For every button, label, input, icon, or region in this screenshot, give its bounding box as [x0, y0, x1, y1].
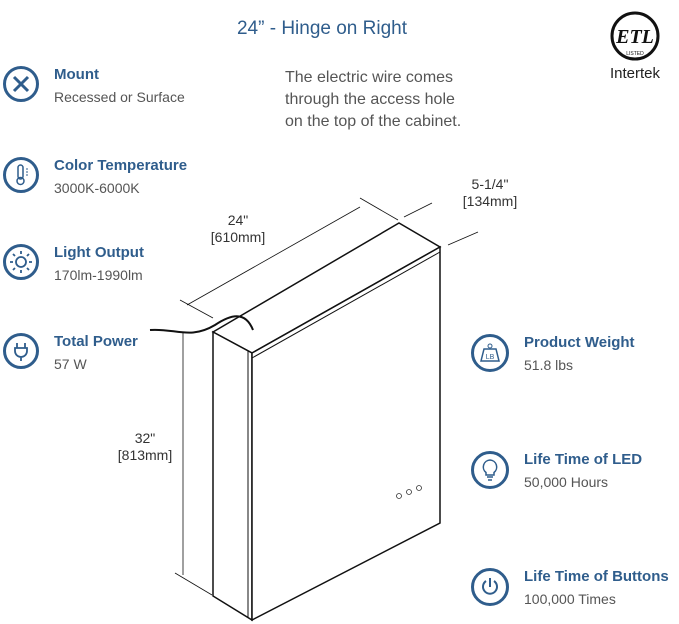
page-title: 24” - Hinge on Right	[236, 18, 408, 39]
svg-text:ETL: ETL	[615, 26, 654, 48]
feature-value: 50,000 Hours	[524, 474, 609, 490]
svg-text:LISTED: LISTED	[626, 51, 644, 57]
feature-heading: Product Weight	[524, 334, 635, 351]
plug-icon	[3, 333, 39, 369]
intertek-label: Intertek	[609, 65, 661, 82]
width-dimension-line	[186, 206, 361, 306]
depth-dimension-line-b	[447, 231, 479, 246]
feature-heading: Total Power	[54, 333, 138, 350]
note-line: through the access hole	[285, 91, 455, 108]
sun-icon	[3, 244, 39, 280]
feature-heading: Life Time of Buttons	[524, 568, 669, 585]
weight-icon: LB	[471, 334, 509, 372]
cabinet-side-face	[212, 330, 253, 622]
feature-heading: Light Output	[54, 244, 144, 261]
feature-value: 3000K-6000K	[54, 180, 140, 196]
feature-light-output: Light Output 170lm-1990lm	[3, 244, 144, 286]
feature-color-temperature: Color Temperature 3000K-6000K	[3, 157, 187, 199]
depth-dimension-line-a	[403, 202, 433, 218]
power-icon	[471, 568, 509, 606]
feature-value: 170lm-1990lm	[54, 267, 143, 283]
feature-led-lifetime: Life Time of LED 50,000 Hours	[471, 451, 642, 493]
feature-value: 57 W	[54, 356, 87, 372]
feature-heading: Mount	[54, 66, 99, 83]
depth-dimension-label: 5-1/4"[134mm]	[462, 176, 518, 209]
electric-wire	[149, 315, 254, 334]
note-line: The electric wire comes	[285, 69, 454, 86]
tools-icon	[3, 66, 39, 102]
feature-value: Recessed or Surface	[54, 89, 185, 105]
note-line: on the top of the cabinet.	[285, 113, 462, 130]
feature-product-weight: LB Product Weight 51.8 lbs	[471, 334, 635, 376]
thermometer-icon	[3, 157, 39, 193]
feature-heading: Life Time of LED	[524, 451, 643, 468]
cabinet-front-face	[251, 245, 441, 622]
etl-logo-icon: ETL LISTED	[610, 11, 660, 61]
wire-note: The electric wire comes through the acce…	[285, 67, 461, 133]
etl-certification-logo: ETL LISTED Intertek	[604, 10, 666, 82]
lightbulb-icon	[471, 451, 509, 489]
feature-total-power: Total Power 57 W	[3, 333, 138, 375]
feature-button-lifetime: Life Time of Buttons 100,000 Times	[471, 568, 669, 610]
control-button	[396, 493, 402, 499]
control-button	[406, 489, 412, 495]
feature-heading: Color Temperature	[54, 157, 188, 174]
width-dimension-label: 24"[610mm]	[210, 212, 266, 245]
feature-value: 100,000 Times	[524, 591, 616, 607]
svg-text:LB: LB	[486, 354, 495, 361]
feature-value: 51.8 lbs	[524, 357, 574, 373]
control-button	[416, 485, 422, 491]
height-dimension-label: 32"[813mm]	[117, 430, 173, 463]
